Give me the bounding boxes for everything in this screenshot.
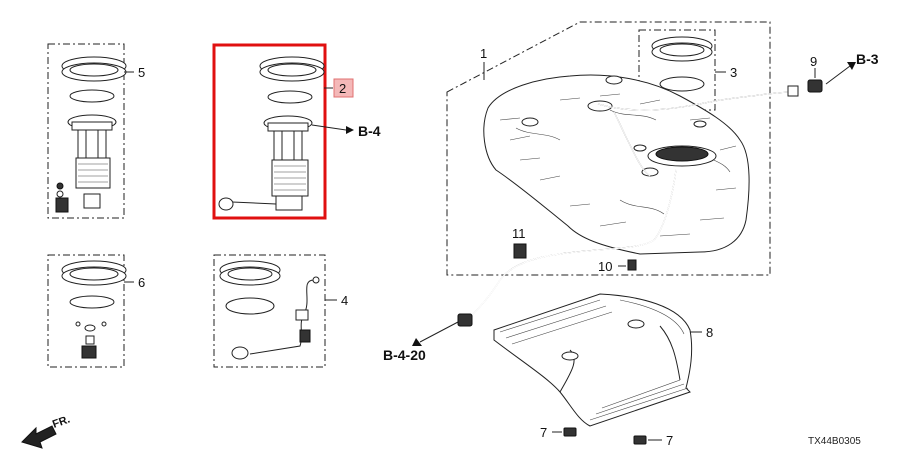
front-arrow-icon bbox=[21, 425, 57, 449]
callout-2: 2 bbox=[339, 81, 346, 96]
sender-wire bbox=[231, 276, 320, 360]
highlight-frame bbox=[212, 43, 327, 220]
kit-frame bbox=[213, 254, 326, 368]
filler-connector bbox=[457, 313, 473, 327]
heat-shield-8[interactable]: 8 bbox=[493, 293, 713, 427]
callout-5: 5 bbox=[138, 65, 145, 80]
nut-7-left[interactable]: 7 bbox=[540, 425, 577, 440]
gasket-ring bbox=[267, 90, 313, 104]
lock-ring bbox=[651, 36, 713, 62]
ref-b4[interactable]: B-4 bbox=[358, 123, 381, 139]
arrow-b420[interactable]: B-4-20 bbox=[383, 321, 459, 363]
fuel-pump-assembly-2[interactable]: B-4 2 bbox=[212, 43, 381, 220]
lock-ring bbox=[219, 260, 281, 286]
callout-7-left: 7 bbox=[540, 425, 547, 440]
nut-part bbox=[633, 435, 647, 445]
lock-ring bbox=[61, 56, 127, 82]
nut-7-right[interactable]: 7 bbox=[633, 433, 673, 448]
lock-ring bbox=[61, 260, 127, 286]
arrow-b3-head bbox=[847, 62, 856, 70]
callout-4: 4 bbox=[341, 293, 348, 308]
gasket-ring bbox=[69, 89, 115, 103]
arrow-b420-head bbox=[412, 338, 422, 346]
mount-hole bbox=[627, 319, 645, 329]
filler-line bbox=[457, 169, 677, 327]
lock-ring bbox=[259, 56, 325, 82]
callout-1: 1 bbox=[480, 46, 487, 61]
callout-8: 8 bbox=[706, 325, 713, 340]
fuel-filter-set-6[interactable]: 6 bbox=[47, 254, 145, 368]
clip-part bbox=[513, 243, 527, 259]
arrow-b3-line bbox=[825, 65, 851, 85]
kit-frame bbox=[638, 29, 716, 111]
nut-part bbox=[563, 427, 577, 437]
gasket-ring bbox=[69, 295, 115, 309]
pump-opening-inner bbox=[655, 146, 709, 162]
callout-9: 9 bbox=[810, 54, 817, 69]
level-float bbox=[231, 346, 249, 360]
arrow-b4-head bbox=[346, 126, 354, 134]
lock-ring-set-3[interactable]: 3 bbox=[638, 29, 737, 111]
gasket-ring bbox=[659, 76, 705, 92]
arrow-b4-line bbox=[311, 124, 347, 131]
kit-frame bbox=[47, 254, 125, 368]
diagram-code: TX44B0305 bbox=[808, 436, 861, 447]
pump-module bbox=[218, 115, 313, 211]
connector-9[interactable]: 9 B-3 bbox=[807, 51, 879, 93]
vent-tube bbox=[597, 85, 799, 177]
shield-plate bbox=[493, 293, 693, 427]
mount-hole bbox=[561, 351, 579, 361]
ref-b420[interactable]: B-4-20 bbox=[383, 347, 426, 363]
bracket-part bbox=[627, 259, 637, 271]
fuel-meter-unit-4[interactable]: 4 bbox=[213, 254, 348, 368]
arrow-b420-line bbox=[419, 321, 459, 343]
kit-frame bbox=[47, 43, 125, 219]
pump-module bbox=[55, 114, 117, 213]
tank-frame bbox=[446, 21, 771, 276]
gasket-ring bbox=[225, 297, 275, 315]
front-label: FR. bbox=[51, 413, 72, 430]
fuel-tank bbox=[483, 74, 750, 255]
fuel-tank-assembly-1[interactable]: 1 bbox=[446, 21, 799, 276]
level-float bbox=[218, 197, 234, 211]
fuel-pump-assembly-kit-5[interactable]: 5 bbox=[47, 43, 145, 219]
highlight-tag bbox=[333, 78, 354, 98]
ref-b3[interactable]: B-3 bbox=[856, 51, 879, 67]
callout-10: 10 bbox=[598, 259, 612, 274]
clip-11[interactable]: 11 bbox=[512, 226, 527, 259]
filter-parts bbox=[75, 321, 107, 359]
callout-3: 3 bbox=[730, 65, 737, 80]
callout-11: 11 bbox=[512, 226, 526, 241]
callout-6: 6 bbox=[138, 275, 145, 290]
bracket-10[interactable]: 10 bbox=[598, 259, 637, 274]
connector-part bbox=[807, 79, 823, 93]
front-indicator: FR. bbox=[21, 413, 72, 449]
callout-7-right: 7 bbox=[666, 433, 673, 448]
